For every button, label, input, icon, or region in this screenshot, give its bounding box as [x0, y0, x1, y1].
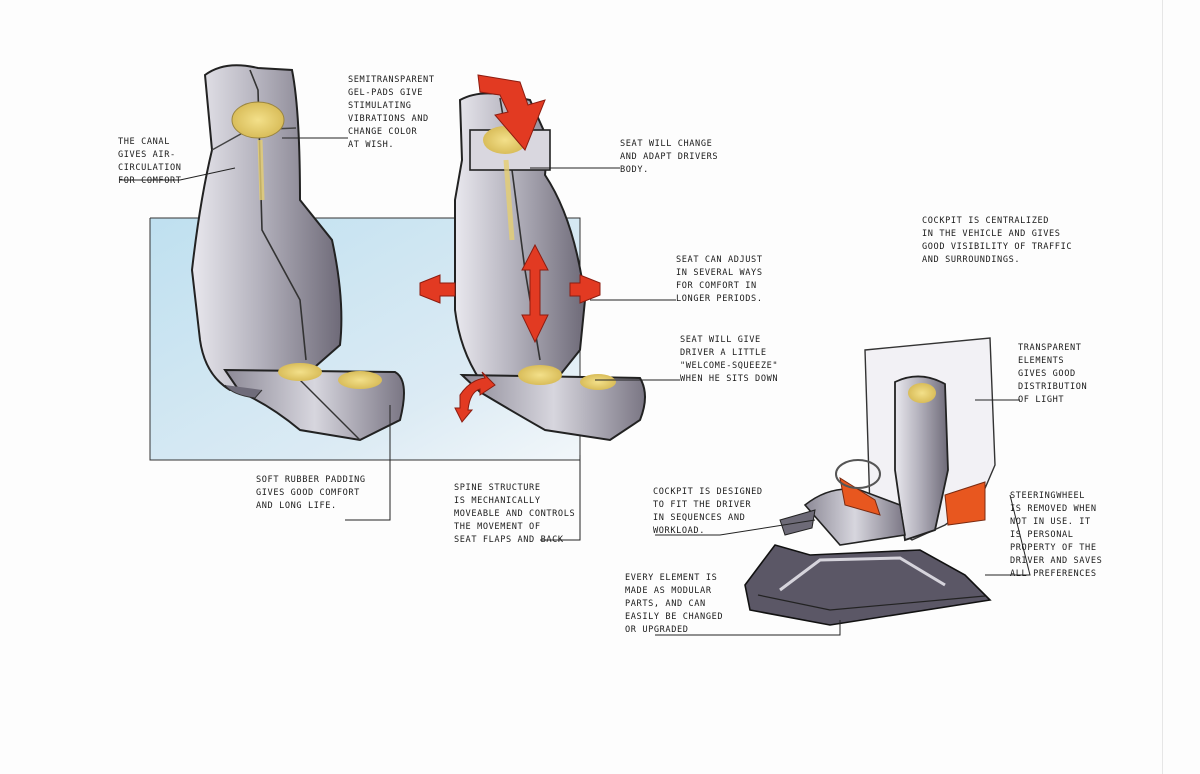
canal-note: The canal gives air- circulation for com…: [118, 137, 182, 186]
spine-structure-note: Spine structure is mechanically moveable…: [454, 483, 576, 545]
transparent-elements-note: Transparent elements gives good distribu…: [1018, 343, 1088, 405]
steering-wheel-note: Steeringwheel is removed when not in use…: [1010, 491, 1103, 579]
cockpit-sketch-icon: [744, 337, 996, 626]
red-arrow-icon: [419, 74, 601, 423]
seat-adjust-note: Seat can adjust in several ways for comf…: [676, 255, 763, 304]
seat-one-sketch-icon: [190, 64, 405, 442]
rubber-padding-note: Soft rubber padding gives good comfort a…: [256, 475, 366, 511]
sheet-edge: [1162, 0, 1163, 774]
cockpit-centered-note: Cockpit is centralized in the vehicle an…: [922, 216, 1073, 265]
seat-two-sketch-icon: [454, 92, 646, 442]
seat-change-note: Seat will change and adapt drivers body.: [620, 139, 719, 175]
leader-lines: [120, 137, 1031, 636]
cockpit-designed-note: Cockpit is designed to fit the driver in…: [653, 487, 763, 536]
modular-note: Every element is made as modular parts, …: [625, 573, 724, 635]
welcome-squeeze-note: Seat will give driver a little "welcome-…: [680, 335, 779, 384]
gel-pads-note: Semitransparent gel-pads give stimulatin…: [348, 75, 435, 150]
